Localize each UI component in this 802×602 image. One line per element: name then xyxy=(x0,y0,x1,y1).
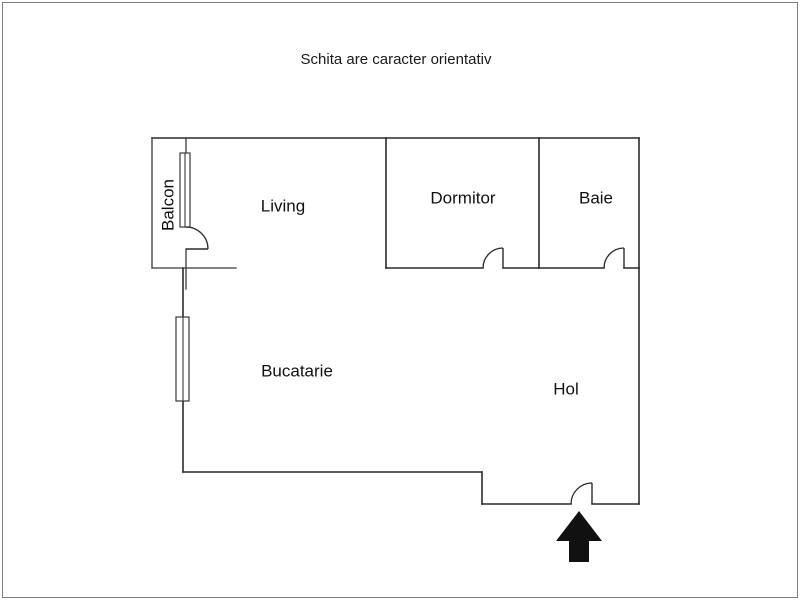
dormitor-door xyxy=(482,247,504,269)
room-label-baie: Baie xyxy=(579,188,613,207)
dormitor-walls xyxy=(385,137,540,269)
dormitor-door-arc xyxy=(482,247,504,269)
apartment-outline xyxy=(151,137,640,505)
entry-door xyxy=(570,482,593,505)
room-label-dormitor: Dormitor xyxy=(430,188,496,207)
page-title: Schita are caracter orientativ xyxy=(301,51,492,68)
entry-door-arc xyxy=(570,482,593,505)
room-label-living: Living xyxy=(261,196,305,215)
entrance-direction-arrow xyxy=(556,511,602,562)
balcon-door xyxy=(185,226,209,250)
baie-door xyxy=(603,247,625,269)
room-label-bucatarie: Bucatarie xyxy=(261,361,333,380)
baie-door-arc xyxy=(603,247,625,269)
room-label-balcon: Balcon xyxy=(158,179,177,231)
balcon-window xyxy=(179,152,191,228)
room-label-hol: Hol xyxy=(553,379,579,398)
bucatarie-window xyxy=(175,316,190,402)
balcon-door-arc xyxy=(185,226,209,250)
